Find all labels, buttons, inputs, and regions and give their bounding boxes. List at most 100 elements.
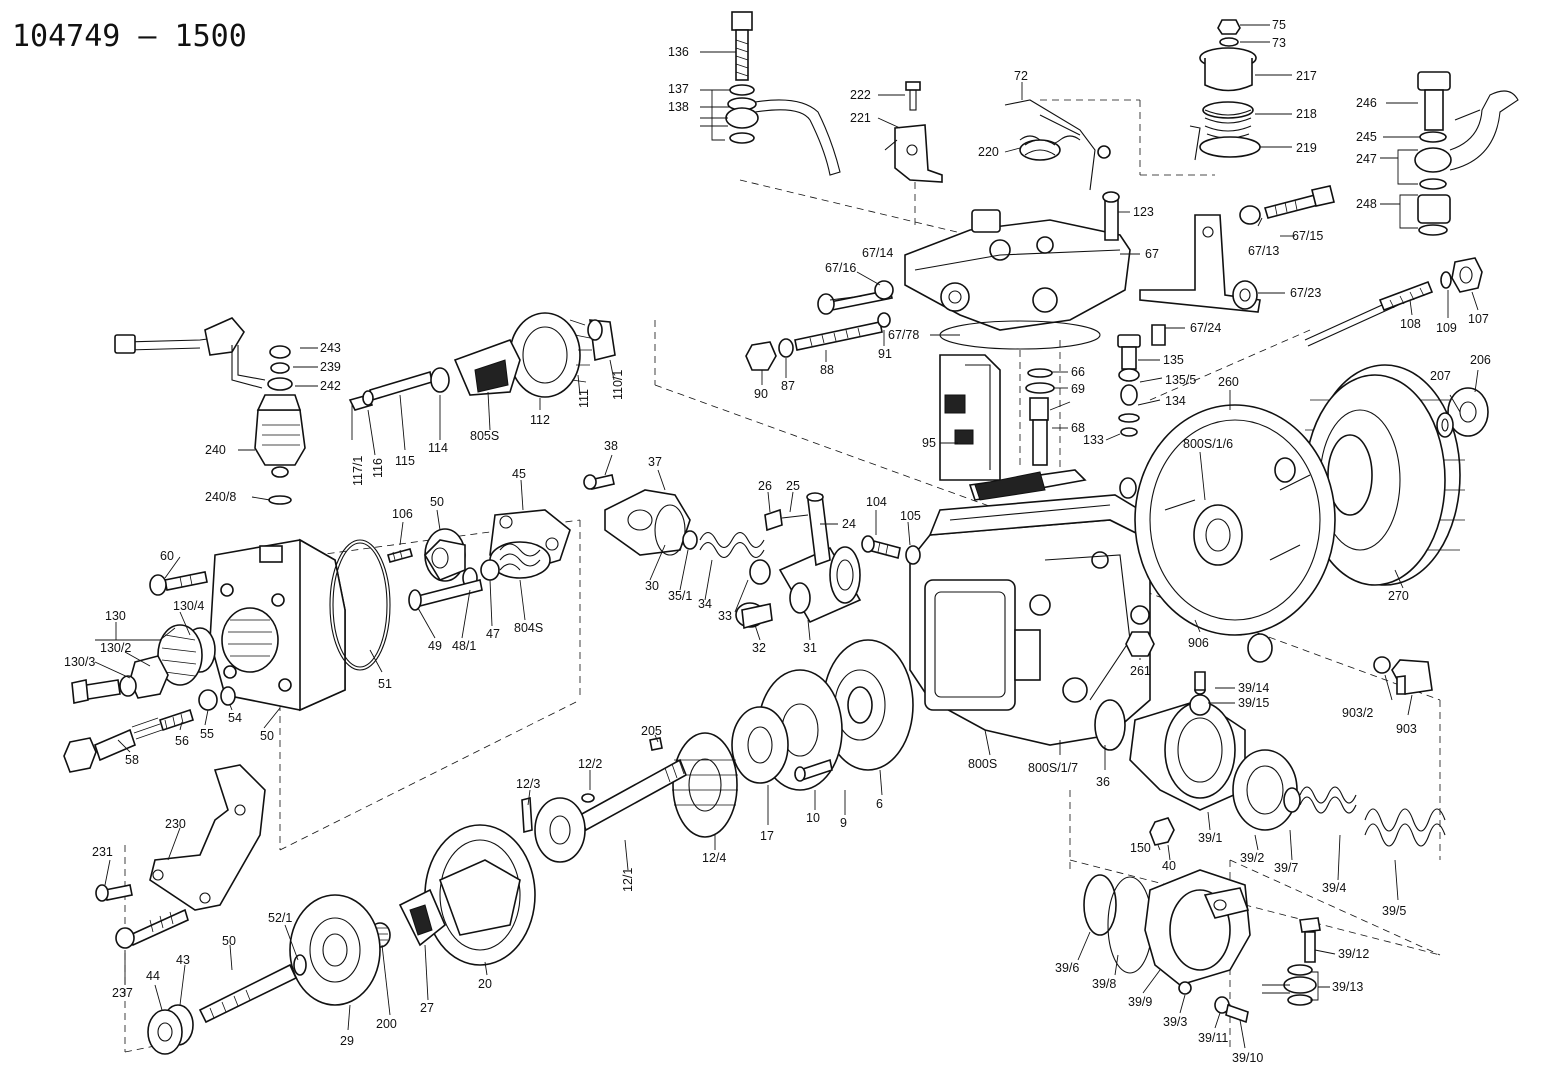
label-112: 112 [530, 413, 550, 427]
label-805s: 805S [470, 429, 499, 443]
label-72: 72 [1014, 69, 1028, 83]
label-67-13: 67/13 [1248, 244, 1279, 258]
label-69: 69 [1071, 382, 1085, 396]
label-114: 114 [428, 441, 448, 455]
label-20: 20 [478, 977, 492, 991]
label-134: 134 [1165, 394, 1186, 408]
label-130-3: 130/3 [64, 655, 95, 669]
label-35-1: 35/1 [668, 589, 692, 603]
label-39-7: 39/7 [1274, 861, 1298, 875]
fittings-58 [63, 686, 236, 773]
label-200: 200 [376, 1017, 397, 1031]
label-243: 243 [320, 341, 341, 355]
screws-top [745, 185, 1335, 371]
label-240-8: 240/8 [205, 490, 236, 504]
shutoff-solenoid [114, 317, 306, 505]
label-248: 248 [1356, 197, 1377, 211]
label-150: 150 [1130, 841, 1151, 855]
valve-assembly-804s [387, 509, 571, 611]
label-67-78: 67/78 [888, 328, 919, 342]
label-55: 55 [200, 727, 214, 741]
label-800s-1-7: 800S/1/7 [1028, 761, 1078, 775]
label-95: 95 [922, 436, 936, 450]
assembly-lines [124, 99, 1441, 1053]
label-50-lower: 50 [260, 729, 274, 743]
label-75: 75 [1272, 18, 1286, 32]
label-30: 30 [645, 579, 659, 593]
label-12-3: 12/3 [516, 777, 540, 791]
label-221: 221 [850, 111, 871, 125]
label-39-15: 39/15 [1238, 696, 1269, 710]
label-800s: 800S [968, 757, 997, 771]
cam-disc-and-rings [731, 639, 914, 791]
label-39-1: 39/1 [1198, 831, 1222, 845]
label-39-10: 39/10 [1232, 1051, 1263, 1065]
drive-flange [1119, 404, 1336, 663]
label-261: 261 [1130, 664, 1151, 678]
label-116: 116 [371, 458, 385, 478]
label-39-2: 39/2 [1240, 851, 1264, 865]
label-38: 38 [604, 439, 618, 453]
timer-assembly [1094, 671, 1446, 847]
label-39-12: 39/12 [1338, 947, 1369, 961]
label-109: 109 [1436, 321, 1457, 335]
label-32: 32 [752, 641, 766, 655]
label-39-6: 39/6 [1055, 961, 1079, 975]
adjusting-rod [1304, 257, 1483, 347]
label-239: 239 [320, 360, 341, 374]
label-39-4: 39/4 [1322, 881, 1346, 895]
drive-shaft-gear [521, 732, 738, 863]
screw-60 [149, 571, 208, 596]
label-39-13: 39/13 [1332, 980, 1363, 994]
bracket-221 [884, 81, 943, 183]
drawing-number: 104749 — 1500 [12, 19, 247, 54]
label-67-16: 67/16 [825, 261, 856, 275]
screw-104 [861, 535, 921, 565]
label-135: 135 [1163, 353, 1184, 367]
label-48-1: 48/1 [452, 639, 476, 653]
label-104: 104 [866, 495, 887, 509]
label-12-2: 12/2 [578, 757, 602, 771]
label-207: 207 [1430, 369, 1451, 383]
label-9: 9 [840, 816, 847, 830]
label-270: 270 [1388, 589, 1409, 603]
label-230: 230 [165, 817, 186, 831]
label-73: 73 [1272, 36, 1286, 50]
label-87: 87 [781, 379, 795, 393]
bracket-230 [95, 764, 266, 949]
label-39-8: 39/8 [1092, 977, 1116, 991]
label-240: 240 [205, 443, 226, 457]
label-37: 37 [648, 455, 662, 469]
label-237: 237 [112, 986, 133, 1000]
bracket-67-23 [1139, 214, 1261, 313]
label-47: 47 [486, 627, 500, 641]
label-68: 68 [1071, 421, 1085, 435]
label-115: 115 [395, 454, 415, 468]
label-217: 217 [1296, 69, 1317, 83]
label-246: 246 [1356, 96, 1377, 110]
label-205: 205 [641, 724, 662, 738]
label-105: 105 [900, 509, 921, 523]
label-91: 91 [878, 347, 892, 361]
inlet-banjo-fitting [700, 11, 841, 176]
label-135-5: 135/5 [1165, 373, 1196, 387]
label-136: 136 [668, 45, 689, 59]
pump-housing [909, 494, 1151, 746]
label-231: 231 [92, 845, 113, 859]
label-26: 26 [758, 479, 772, 493]
label-39-9: 39/9 [1128, 995, 1152, 1009]
label-106: 106 [392, 507, 413, 521]
nut-and-plug [1125, 631, 1433, 695]
label-800s-1-6: 800S/1/6 [1183, 437, 1233, 451]
label-27: 27 [420, 1001, 434, 1015]
label-138: 138 [668, 100, 689, 114]
label-130: 130 [105, 609, 126, 623]
label-24: 24 [842, 517, 856, 531]
label-123: 123 [1133, 205, 1154, 219]
label-133: 133 [1083, 433, 1104, 447]
part-labels: 136 137 138 222 221 72 220 75 73 217 218… [64, 18, 1491, 1065]
label-25: 25 [786, 479, 800, 493]
label-58: 58 [125, 753, 139, 767]
label-67-23: 67/23 [1290, 286, 1321, 300]
